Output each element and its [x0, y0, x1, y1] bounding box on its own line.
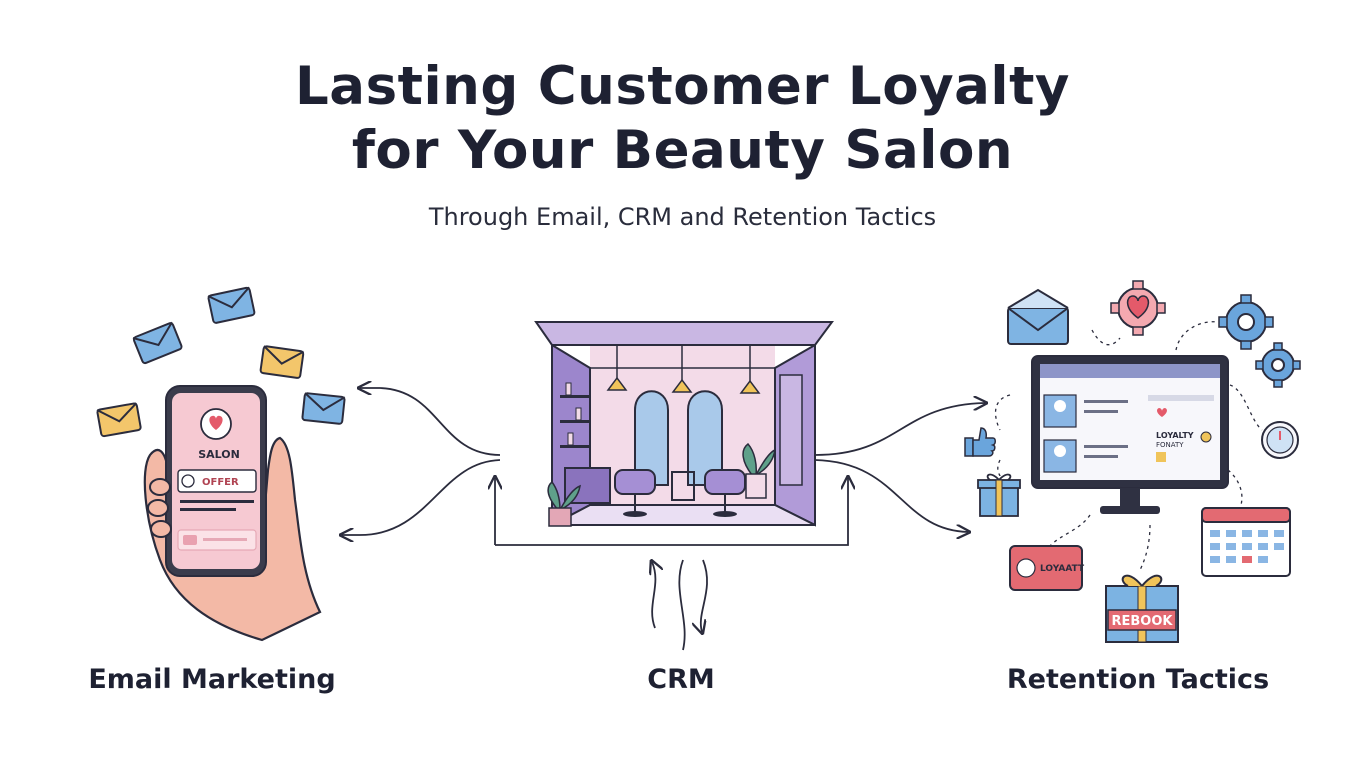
loyalty-card-text: LOYAATT	[1040, 564, 1085, 574]
envelope-icon	[96, 402, 142, 438]
monitor-icon: LOYALTY FONATY	[1031, 355, 1229, 514]
label-email-marketing: Email Marketing	[88, 664, 336, 695]
gift-icon	[977, 473, 1021, 517]
page-title: Lasting Customer Loyalty for Your Beauty…	[0, 55, 1365, 183]
screen-loyalty-line-1: LOYALTY	[1156, 431, 1194, 440]
flow-arrows	[342, 388, 985, 651]
screen-loyalty-line-2: FONATY	[1156, 441, 1184, 449]
envelope-icon	[259, 345, 305, 379]
gear-icon	[1218, 294, 1274, 350]
title-line-1: Lasting Customer Loyalty	[295, 56, 1070, 117]
label-crm: CRM	[647, 664, 715, 695]
plant-icon	[742, 442, 776, 476]
rebook-gift-icon: REBOOK	[1105, 574, 1179, 643]
plant-icon	[547, 480, 581, 511]
gear-icon	[1255, 342, 1301, 388]
salon-illustration	[534, 321, 834, 527]
rebook-text: REBOOK	[1112, 614, 1174, 629]
label-retention-tactics: Retention Tactics	[1006, 664, 1270, 695]
page-subtitle: Through Email, CRM and Retention Tactics	[428, 203, 937, 231]
envelope-icon	[1007, 288, 1069, 345]
retention-illustration: LOYALTY FONATY	[964, 280, 1301, 643]
heart-gear-icon	[1110, 280, 1166, 336]
calendar-icon	[1201, 507, 1291, 577]
envelope-icon	[301, 392, 346, 425]
heart-icon	[209, 415, 223, 430]
email-marketing-illustration: SALON OFFER	[96, 286, 346, 642]
title-line-2: for Your Beauty Salon	[351, 120, 1014, 181]
envelope-icon	[132, 321, 183, 365]
loyalty-card-icon: LOYAATT	[1009, 545, 1085, 591]
thumbs-up-icon	[964, 427, 996, 457]
envelope-icon	[207, 286, 256, 324]
stopwatch-icon	[1261, 421, 1299, 459]
phone-heading: SALON	[198, 448, 240, 461]
phone-offer-text: OFFER	[202, 477, 239, 488]
dashed-connectors	[994, 321, 1263, 571]
